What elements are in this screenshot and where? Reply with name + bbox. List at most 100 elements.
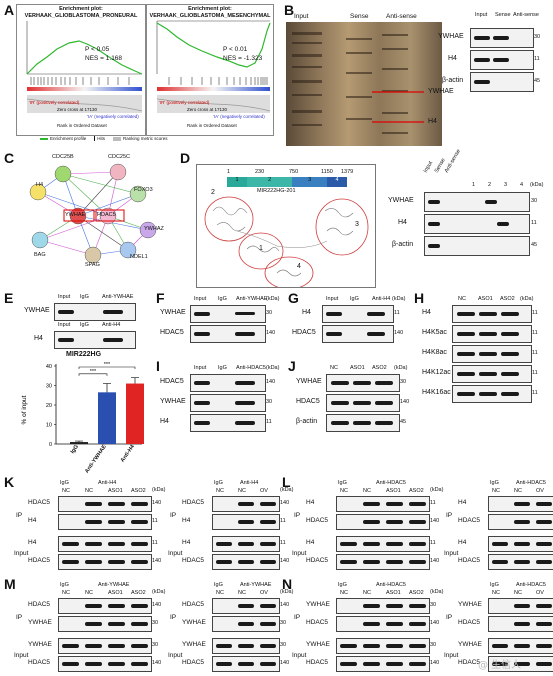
y-tick-label: 40 [46, 364, 52, 370]
d-blot-h4 [424, 214, 530, 234]
band [514, 662, 530, 666]
band [492, 542, 508, 546]
network-node-label: YWHAZ [144, 226, 164, 232]
kda-marker: 140 [430, 620, 440, 626]
row-label: β-actin [442, 77, 464, 84]
band [375, 401, 393, 405]
row-label: H4 [398, 219, 407, 226]
gsea-p-value: P < 0.05 [85, 46, 110, 53]
band [131, 520, 148, 524]
h-blot-row [452, 345, 532, 363]
co-ip-blot-row [58, 616, 152, 632]
co-ip-blot-row [488, 598, 553, 614]
band [260, 604, 276, 608]
gel-arrow-ywhae: YWHAE [428, 88, 454, 95]
lane-label: NC [340, 590, 348, 596]
network-node-label: CDC25B [52, 154, 74, 160]
input-label: Input [292, 550, 307, 557]
row-label: H4 [458, 539, 467, 546]
band [514, 560, 530, 564]
g-blot-h4 [322, 305, 394, 323]
band [479, 372, 497, 376]
row-label: H4 [306, 499, 315, 506]
gsea-xlabel: Rank in Ordered Dataset [187, 123, 237, 128]
band [353, 421, 371, 425]
lane-label: NC [514, 488, 522, 494]
gsea-title: VERHAAK_GLIOBLASTOMA_MESENCHYMAL [149, 13, 271, 19]
band [363, 604, 380, 608]
bar [98, 392, 116, 444]
band [235, 381, 255, 385]
band [238, 560, 254, 564]
segment-2: 2 [247, 177, 293, 187]
j-blot-row [326, 394, 400, 412]
band [492, 560, 508, 564]
row-label: YWHAE [28, 641, 52, 648]
f-blot-ywhae [190, 305, 266, 323]
co-ip-blot-row [488, 536, 553, 552]
panel-letter-m: M [4, 576, 16, 592]
lane-label: Input [294, 13, 309, 20]
group-label: Anti-YWHAE [240, 582, 272, 588]
band [386, 542, 403, 546]
kda-marker: 30 [400, 379, 407, 385]
kda-marker: 140 [266, 379, 276, 385]
band [331, 401, 349, 405]
co-ip-blot-row [336, 638, 430, 654]
band [479, 312, 497, 316]
band [409, 560, 426, 564]
co-ip-blot-row [212, 554, 280, 570]
segment-1: 1 [227, 177, 247, 187]
band [62, 542, 79, 546]
band [409, 622, 426, 626]
lane-label: NC [238, 488, 246, 494]
row-label: YWHAE [388, 197, 414, 204]
significance-stars: *** [104, 362, 111, 368]
ip-label: IP [16, 614, 23, 621]
kda-marker: 140 [152, 500, 162, 506]
co-ip-blot-row [58, 536, 152, 552]
band [479, 332, 497, 336]
kda-marker: 30 [280, 620, 287, 626]
band [375, 421, 393, 425]
band [536, 604, 552, 608]
kda-marker: 140 [280, 500, 290, 506]
band [409, 662, 426, 666]
kda-unit: (kDa) [430, 589, 444, 595]
lane-label: OV [260, 590, 268, 596]
band [216, 560, 232, 564]
row-label: H4K8ac [422, 349, 447, 356]
network-node-label: CDC25C [108, 154, 131, 160]
row-label: YWHAE [296, 378, 322, 385]
row-label: YWHAE [182, 619, 206, 626]
x-category-label: IgG [69, 444, 80, 455]
kda-marker: 11 [430, 540, 436, 546]
band [457, 372, 475, 376]
kda-marker: 140 [280, 558, 290, 564]
y-tick-label: 10 [46, 423, 52, 429]
gsea-pos-label: 'IR' (positively correlated) [29, 100, 80, 105]
band [131, 662, 148, 666]
segment-3: 3 [292, 177, 327, 187]
band [238, 604, 254, 608]
lane-label: ASO2 [409, 488, 424, 494]
band [85, 644, 102, 648]
band [386, 560, 403, 564]
kda-marker: 11 [280, 540, 286, 546]
lane-label: NC [85, 590, 93, 596]
network-node-label: NDEL1 [130, 254, 148, 260]
co-ip-blot-row [58, 598, 152, 614]
significance-stars: *** [90, 369, 97, 375]
band [353, 401, 371, 405]
co-ip-blot-row [58, 638, 152, 654]
kda-unit: (kDa) [152, 589, 166, 595]
co-ip-blot-row [488, 554, 553, 570]
kda-marker: 30 [430, 642, 437, 648]
kda-marker: 140 [430, 558, 440, 564]
input-label: Input [444, 550, 459, 557]
row-label: H4 [34, 335, 43, 342]
row-label: YWHAE [160, 309, 186, 316]
band [340, 542, 357, 546]
gsea-neg-label: 'IA' (negatively correlated) [87, 114, 139, 119]
y-tick-label: 0 [49, 442, 52, 448]
